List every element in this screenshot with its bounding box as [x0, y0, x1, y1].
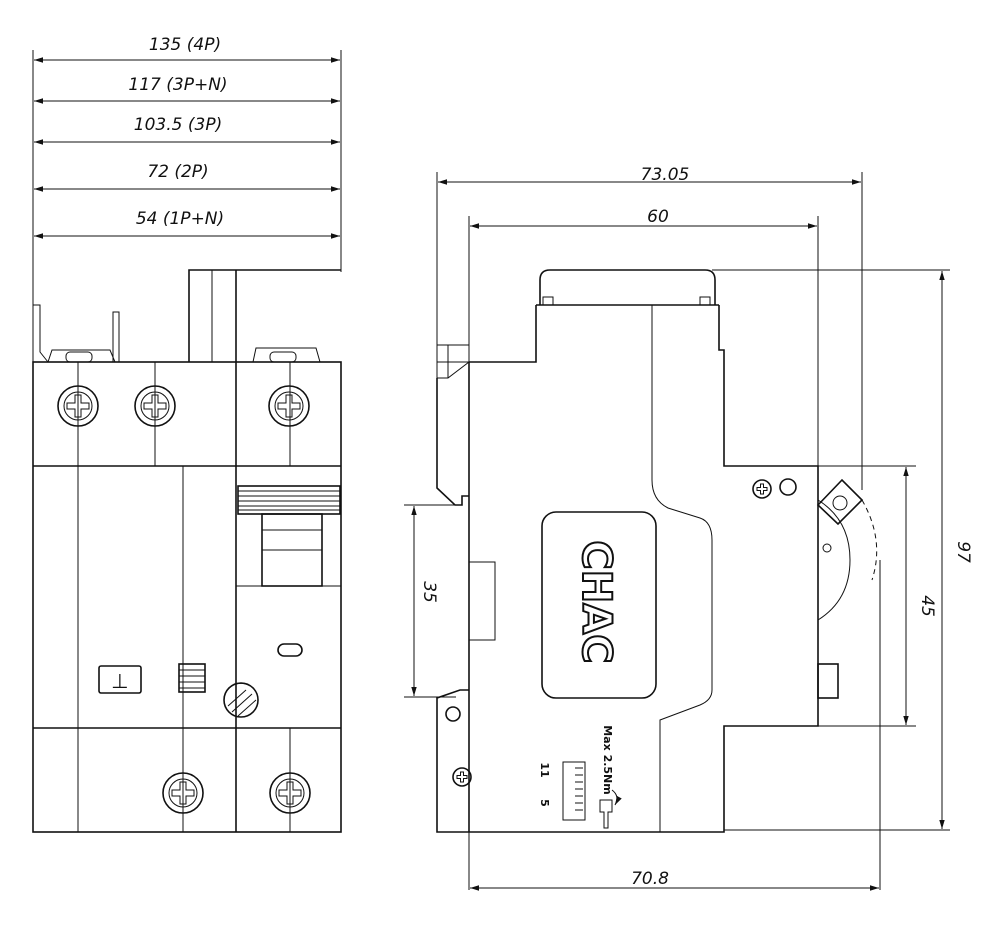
dim-label: 45 [917, 595, 937, 617]
width-dimension-72: 72 (2P) [34, 162, 340, 192]
dim-label: 97 [953, 541, 973, 563]
screwdriver-icon [599, 789, 622, 829]
dim-label: 73.05 [641, 165, 690, 185]
dim-label: 35 [419, 581, 439, 603]
dim-label: 117 (3P+N) [128, 75, 227, 95]
dim-label: 103.5 (3P) [134, 115, 222, 135]
strip-length-min: 5 [538, 799, 551, 807]
torque-label: Max 2.5Nm [601, 725, 614, 794]
top-terminal-tabs [33, 304, 321, 363]
width-dimension-135: 135 (4P) [34, 35, 340, 63]
width-dimension-54: 54 (1P+N) [34, 209, 340, 239]
height-dimension-rail: 35 [411, 506, 439, 696]
depth-dimension-overall: 73.05 [438, 165, 861, 185]
dim-label: 60 [647, 207, 669, 227]
dim-label: 72 (2P) [147, 162, 208, 182]
dim-label: 70.8 [631, 869, 669, 889]
width-dimension-117: 117 (3P+N) [34, 75, 340, 104]
depth-dimension-lower: 70.8 [470, 869, 879, 891]
status-indicator-slot [277, 643, 303, 657]
terminal-screw [268, 385, 310, 427]
test-button-symbol: ⊥ [111, 669, 128, 693]
height-dimension-front: 45 [903, 467, 937, 725]
depth-dimension-body: 60 [470, 207, 817, 229]
dim-label: 54 (1P+N) [136, 209, 224, 229]
test-button: ⊥ [98, 665, 142, 694]
toggle-handle [236, 485, 341, 587]
side-view: 73.05 60 70.8 97 45 35 [404, 165, 973, 891]
dim-label: 135 (4P) [149, 35, 221, 55]
brand-logo: CHAC [573, 540, 619, 663]
brand-label-panel [541, 511, 657, 699]
side-body [436, 269, 878, 833]
width-dimension-103-5: 103.5 (3P) [34, 115, 340, 145]
front-view: 135 (4P) 117 (3P+N) 103.5 (3P) 72 (2P) 5… [32, 35, 342, 833]
wire-strip-gauge: 11 5 [538, 761, 586, 821]
strip-length-max: 11 [538, 762, 551, 777]
front-body [32, 269, 342, 833]
height-dimension-overall: 97 [939, 271, 973, 829]
reset-knob [178, 663, 259, 718]
